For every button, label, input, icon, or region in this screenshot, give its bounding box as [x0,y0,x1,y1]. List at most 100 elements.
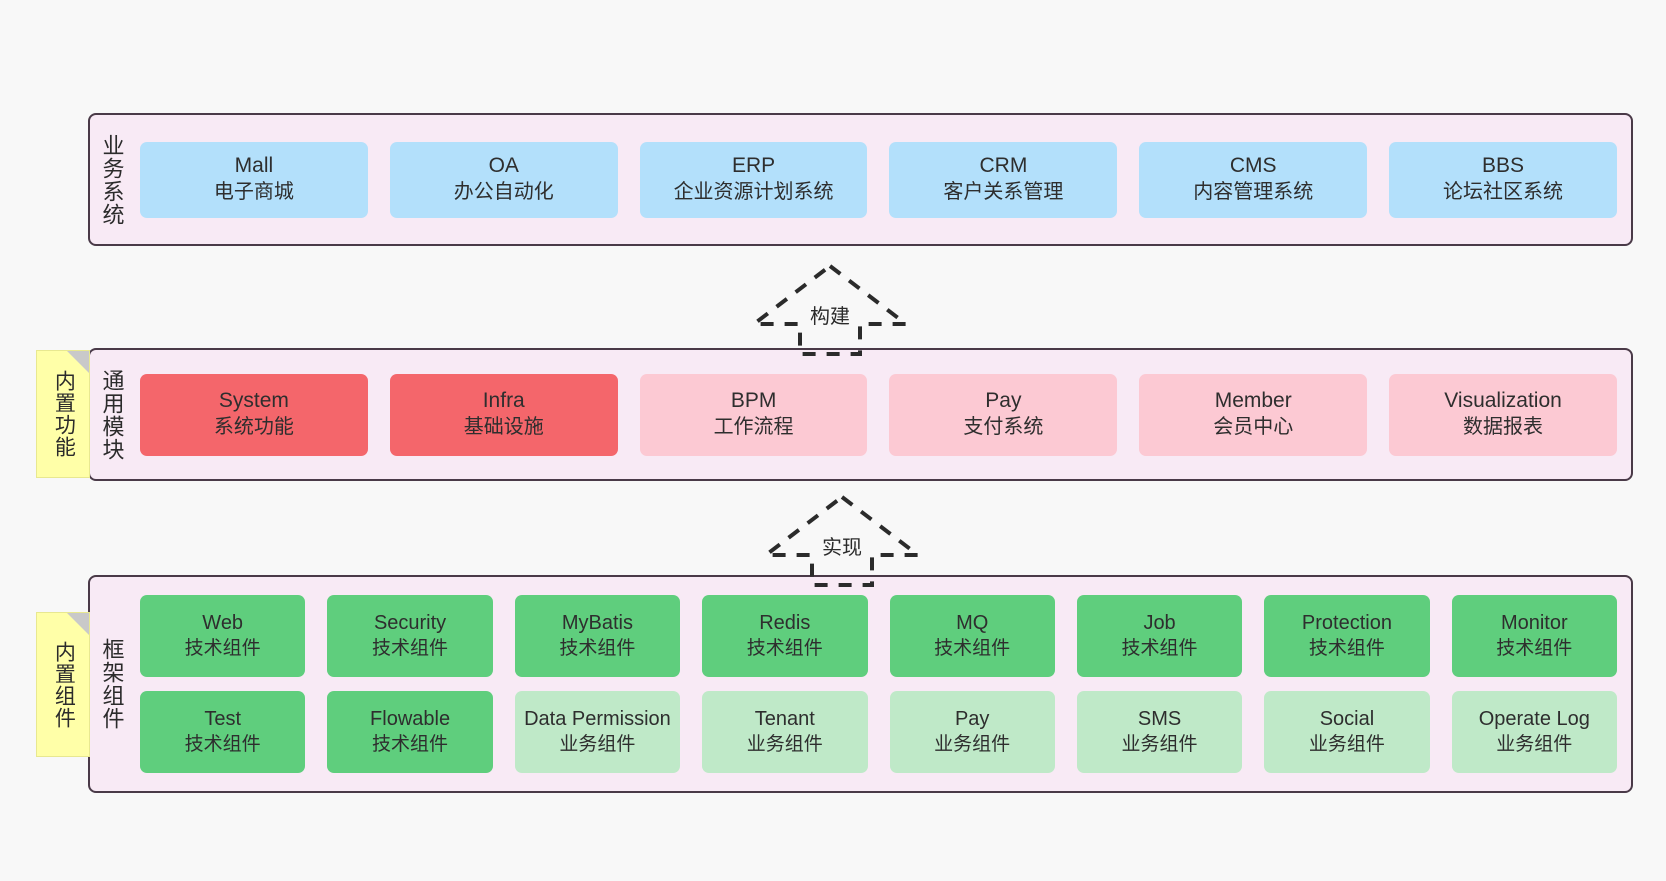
card-title: Mall [234,154,274,178]
card-title: Redis [759,612,811,635]
card-mybatis[interactable]: MyBatis 技术组件 [514,595,681,677]
card-pay[interactable]: Pay 支付系统 [889,373,1118,456]
card-title: BBS [1482,154,1525,178]
card-subtitle: 企业资源计划系统 [673,181,834,204]
card-bbs[interactable]: BBS 论坛社区系统 [1389,141,1617,218]
card-title: Data Permission [524,708,671,731]
card-title: Tenant [754,708,815,731]
card-subtitle: 技术组件 [559,637,636,659]
card-row: System 系统功能 Infra 基础设施 BPM 工作流程 Pay 支付系统… [140,373,1617,456]
card-mq[interactable]: MQ 技术组件 [889,595,1055,677]
note-fold-corner-icon [67,613,89,635]
card-title: System [218,389,289,413]
card-subtitle: 技术组件 [934,637,1011,659]
card-subtitle: 技术组件 [1308,637,1385,659]
card-job[interactable]: Job 技术组件 [1076,595,1243,677]
card-subtitle: 技术组件 [746,637,823,659]
card-data-permission[interactable]: Data Permission 业务组件 [514,691,681,773]
card-erp[interactable]: ERP 企业资源计划系统 [639,141,868,218]
card-title: Job [1143,612,1176,635]
card-subtitle: 业务组件 [746,733,823,755]
card-title: Pay [954,708,990,731]
card-subtitle: 技术组件 [184,733,261,755]
card-subtitle: 会员中心 [1213,416,1294,439]
card-subtitle: 系统功能 [213,416,294,439]
card-subtitle: 内容管理系统 [1193,181,1314,204]
card-tenant[interactable]: Tenant 业务组件 [702,691,868,773]
card-title: Operate Log [1478,708,1590,731]
card-subtitle: 技术组件 [1121,637,1198,659]
card-subtitle: 基础设施 [463,416,544,439]
card-title: Member [1214,389,1292,413]
arrow-realize-icon [760,494,924,587]
card-title: MyBatis [561,612,633,635]
card-member[interactable]: Member 会员中心 [1139,373,1368,456]
card-title: Infra [482,389,525,413]
card-flowable[interactable]: Flowable 技术组件 [327,691,493,773]
layer-title-modules: 通用模块 [99,368,125,461]
card-subtitle: 技术组件 [372,637,449,659]
card-cms[interactable]: CMS 内容管理系统 [1139,141,1368,218]
card-title: ERP [731,154,776,178]
note-builtin-component: 内置组件 [36,612,90,757]
layer-title-business: 业务系统 [99,133,125,226]
arrow-build-icon [748,263,912,356]
card-subtitle: 论坛社区系统 [1443,181,1564,204]
card-subtitle: 业务组件 [1496,733,1573,755]
card-subtitle: 办公自动化 [453,181,554,204]
card-monitor[interactable]: Monitor 技术组件 [1451,595,1617,677]
layer-business-systems: 业务系统 Mall 电子商城 OA 办公自动化 ERP 企业资源计划系统 CRM… [88,113,1633,246]
arrow-realize: 实现 [760,493,924,589]
layer-title-framework: 框架组件 [99,638,125,730]
card-title: Flowable [370,708,451,731]
card-title: CRM [979,154,1028,178]
card-infra[interactable]: Infra 基础设施 [389,373,618,456]
card-subtitle: 客户关系管理 [943,181,1064,204]
card-operate-log[interactable]: Operate Log 业务组件 [1451,691,1617,773]
card-social[interactable]: Social 业务组件 [1264,691,1430,773]
card-title: BPM [730,389,777,413]
card-subtitle: 电子商城 [213,181,294,204]
card-title: Visualization [1444,389,1562,413]
card-subtitle: 技术组件 [1496,637,1573,659]
card-subtitle: 业务组件 [559,733,636,755]
card-title: Web [202,612,244,635]
layer-body-framework: Web 技术组件 Security 技术组件 MyBatis 技术组件 Redi… [134,577,1631,791]
card-oa[interactable]: OA 办公自动化 [389,141,618,218]
card-subtitle: 支付系统 [963,416,1044,439]
card-row: Mall 电子商城 OA 办公自动化 ERP 企业资源计划系统 CRM 客户关系… [140,141,1617,218]
card-title: MQ [956,612,989,635]
card-title: Security [373,612,447,635]
layer-framework-components: 框架组件 Web 技术组件 Security 技术组件 MyBatis 技术组件… [88,575,1633,793]
card-subtitle: 技术组件 [184,637,261,659]
card-subtitle: 业务组件 [934,733,1011,755]
card-bpm[interactable]: BPM 工作流程 [639,373,868,456]
card-title: CMS [1229,154,1277,178]
card-redis[interactable]: Redis 技术组件 [702,595,868,677]
card-web[interactable]: Web 技术组件 [140,595,306,677]
card-subtitle: 业务组件 [1308,733,1385,755]
card-title: Pay [985,389,1022,413]
card-protection[interactable]: Protection 技术组件 [1264,595,1430,677]
note-label: 内置功能 [52,370,76,458]
note-builtin-function: 内置功能 [36,350,90,478]
note-fold-corner-icon [67,351,89,373]
card-mall[interactable]: Mall 电子商城 [140,141,368,218]
card-row: Web 技术组件 Security 技术组件 MyBatis 技术组件 Redi… [140,595,1617,677]
card-sms[interactable]: SMS 业务组件 [1076,691,1243,773]
card-subtitle: 数据报表 [1463,416,1544,439]
card-title: Test [204,708,242,731]
card-title: Monitor [1500,612,1568,635]
card-pay-component[interactable]: Pay 业务组件 [889,691,1055,773]
card-test[interactable]: Test 技术组件 [140,691,306,773]
card-subtitle: 业务组件 [1121,733,1198,755]
card-subtitle: 工作流程 [713,416,794,439]
arrow-build: 构建 [748,262,912,358]
card-system[interactable]: System 系统功能 [140,373,368,456]
card-visualization[interactable]: Visualization 数据报表 [1389,373,1617,456]
card-security[interactable]: Security 技术组件 [327,595,493,677]
layer-body-business: Mall 电子商城 OA 办公自动化 ERP 企业资源计划系统 CRM 客户关系… [134,115,1631,244]
card-crm[interactable]: CRM 客户关系管理 [889,141,1118,218]
card-title: Social [1319,708,1375,731]
